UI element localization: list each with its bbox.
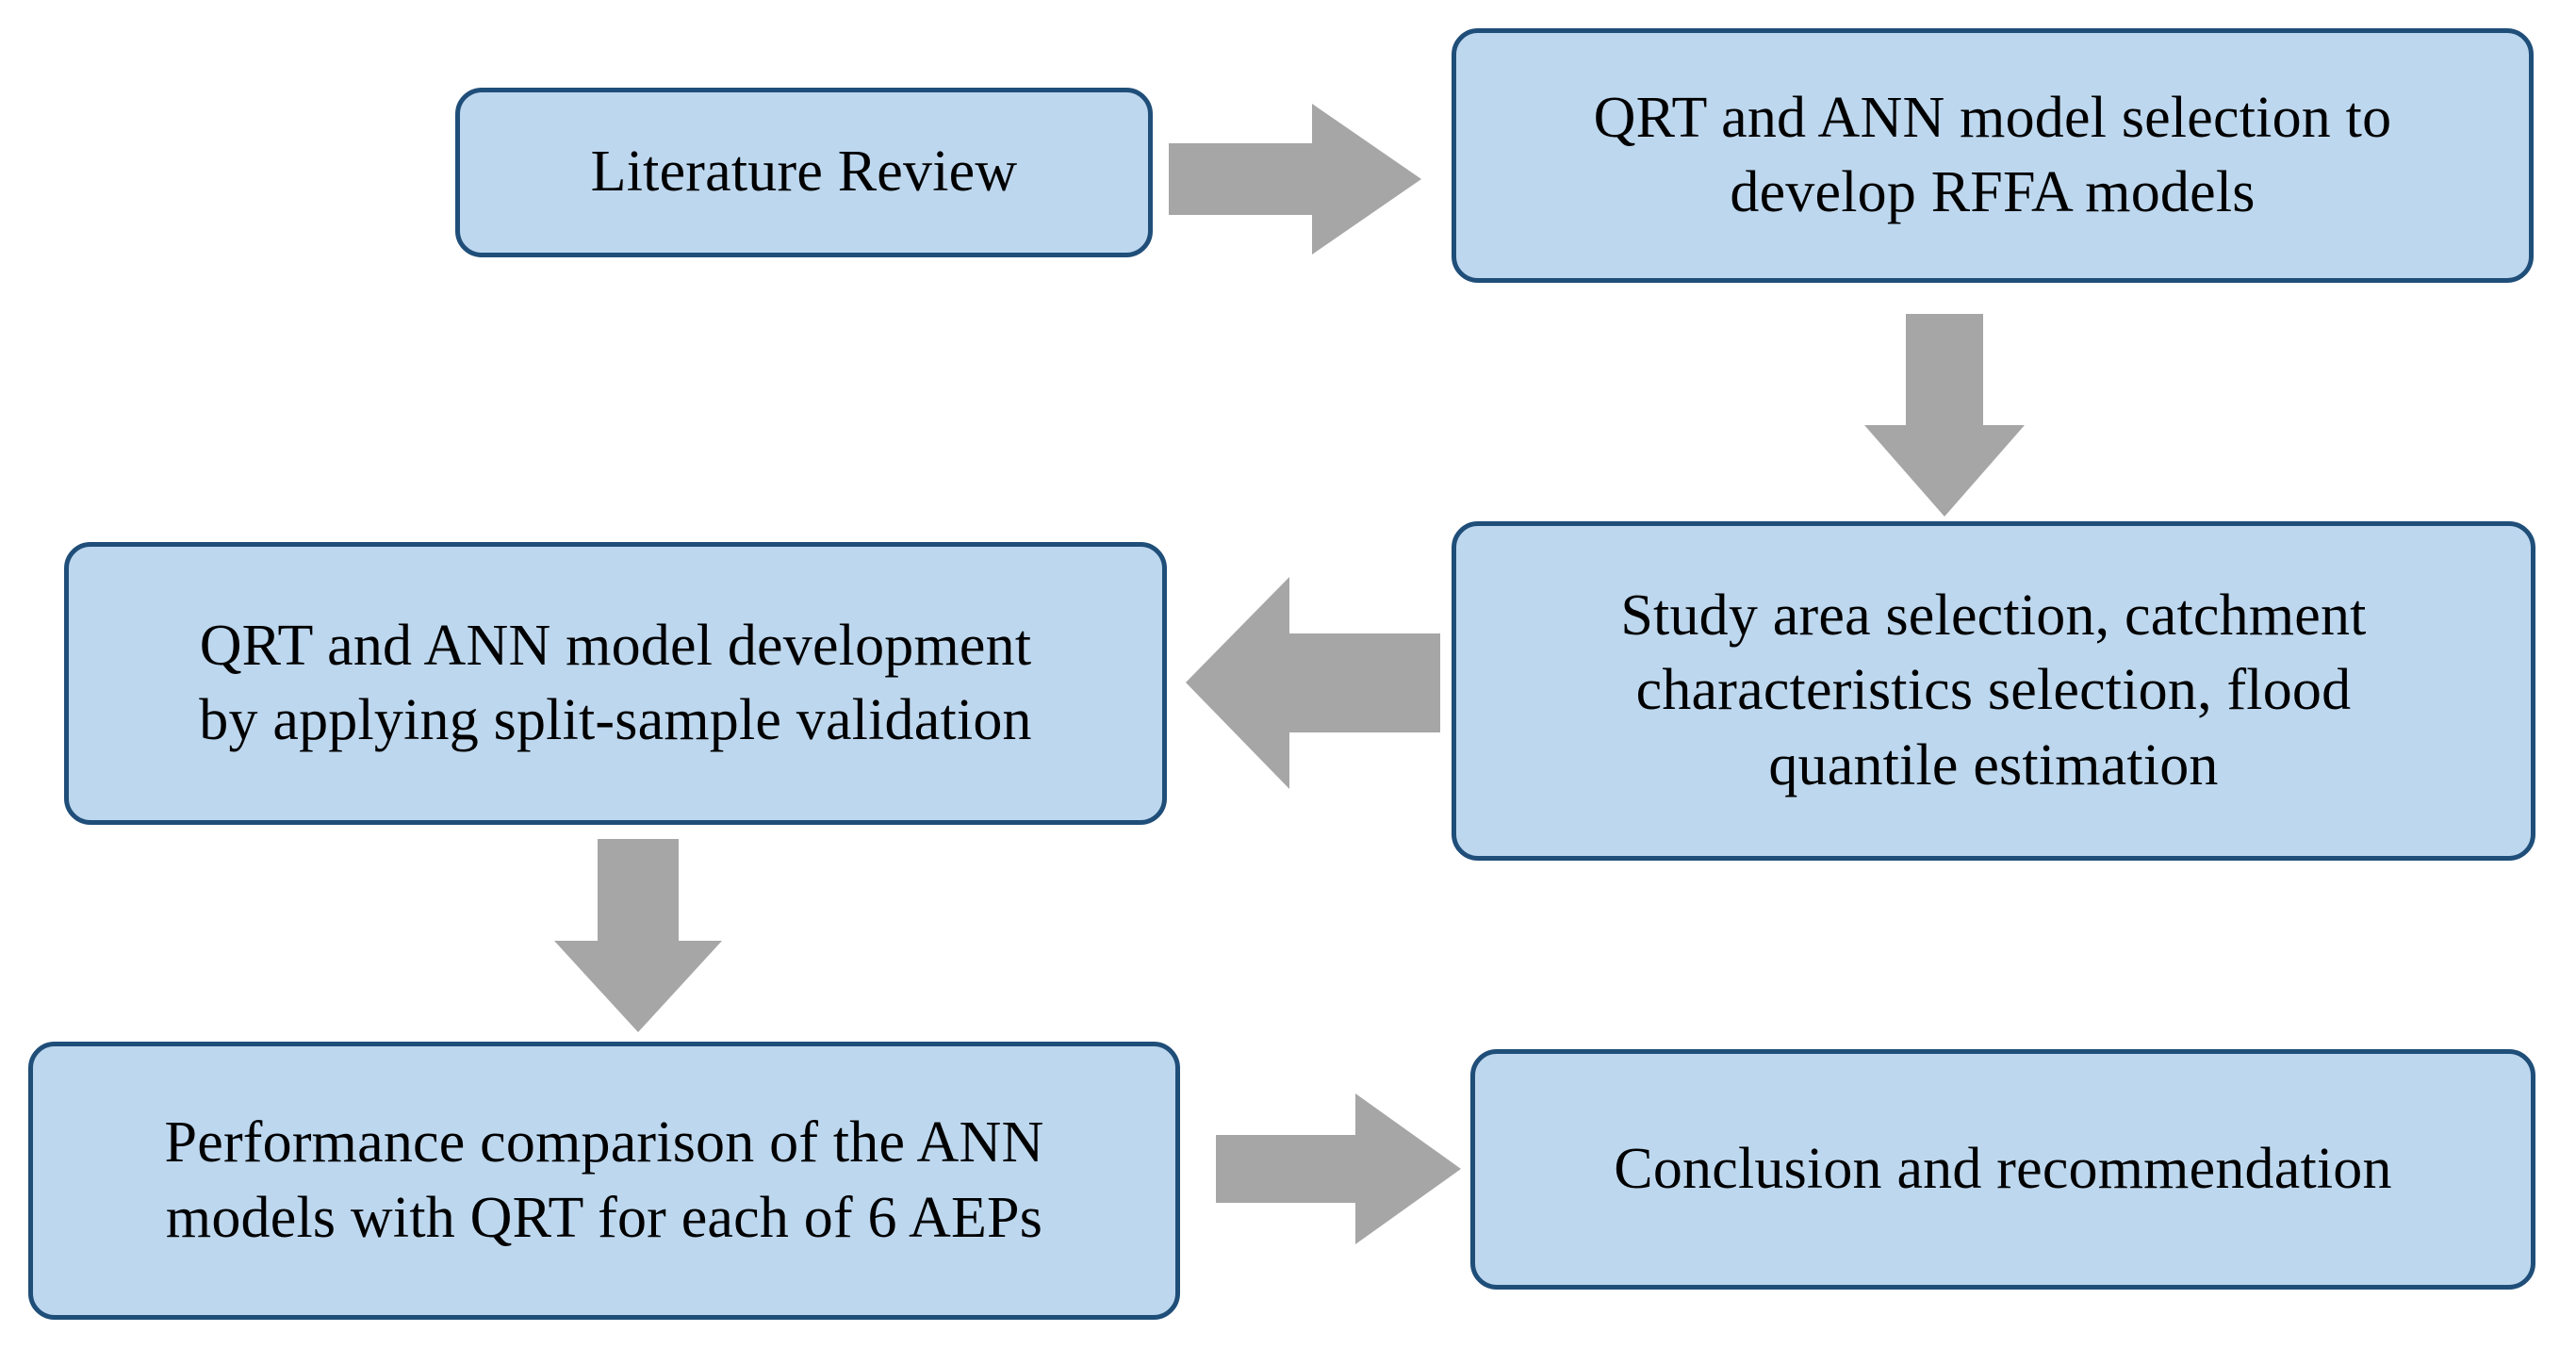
node-study-area-selection[interactable]: Study area selection, catchment characte… — [1452, 521, 2535, 861]
node-literature-review[interactable]: Literature Review — [455, 88, 1153, 257]
arrow-right-icon-performance-to-conclusion — [1216, 1093, 1461, 1244]
node-conclusion-recommendation[interactable]: Conclusion and recommendation — [1470, 1049, 2535, 1290]
arrow-right-icon-literature-to-model-selection — [1169, 104, 1421, 255]
node-model-selection[interactable]: QRT and ANN model selection to develop R… — [1452, 28, 2534, 283]
arrow-down-icon-model-development-to-performance — [554, 839, 722, 1032]
node-model-development[interactable]: QRT and ANN model development by applyin… — [64, 542, 1167, 825]
arrow-down-icon-model-selection-to-study-area — [1864, 314, 2025, 517]
node-performance-comparison[interactable]: Performance comparison of the ANN models… — [28, 1042, 1180, 1320]
arrow-left-icon-study-area-to-model-development — [1186, 577, 1440, 789]
